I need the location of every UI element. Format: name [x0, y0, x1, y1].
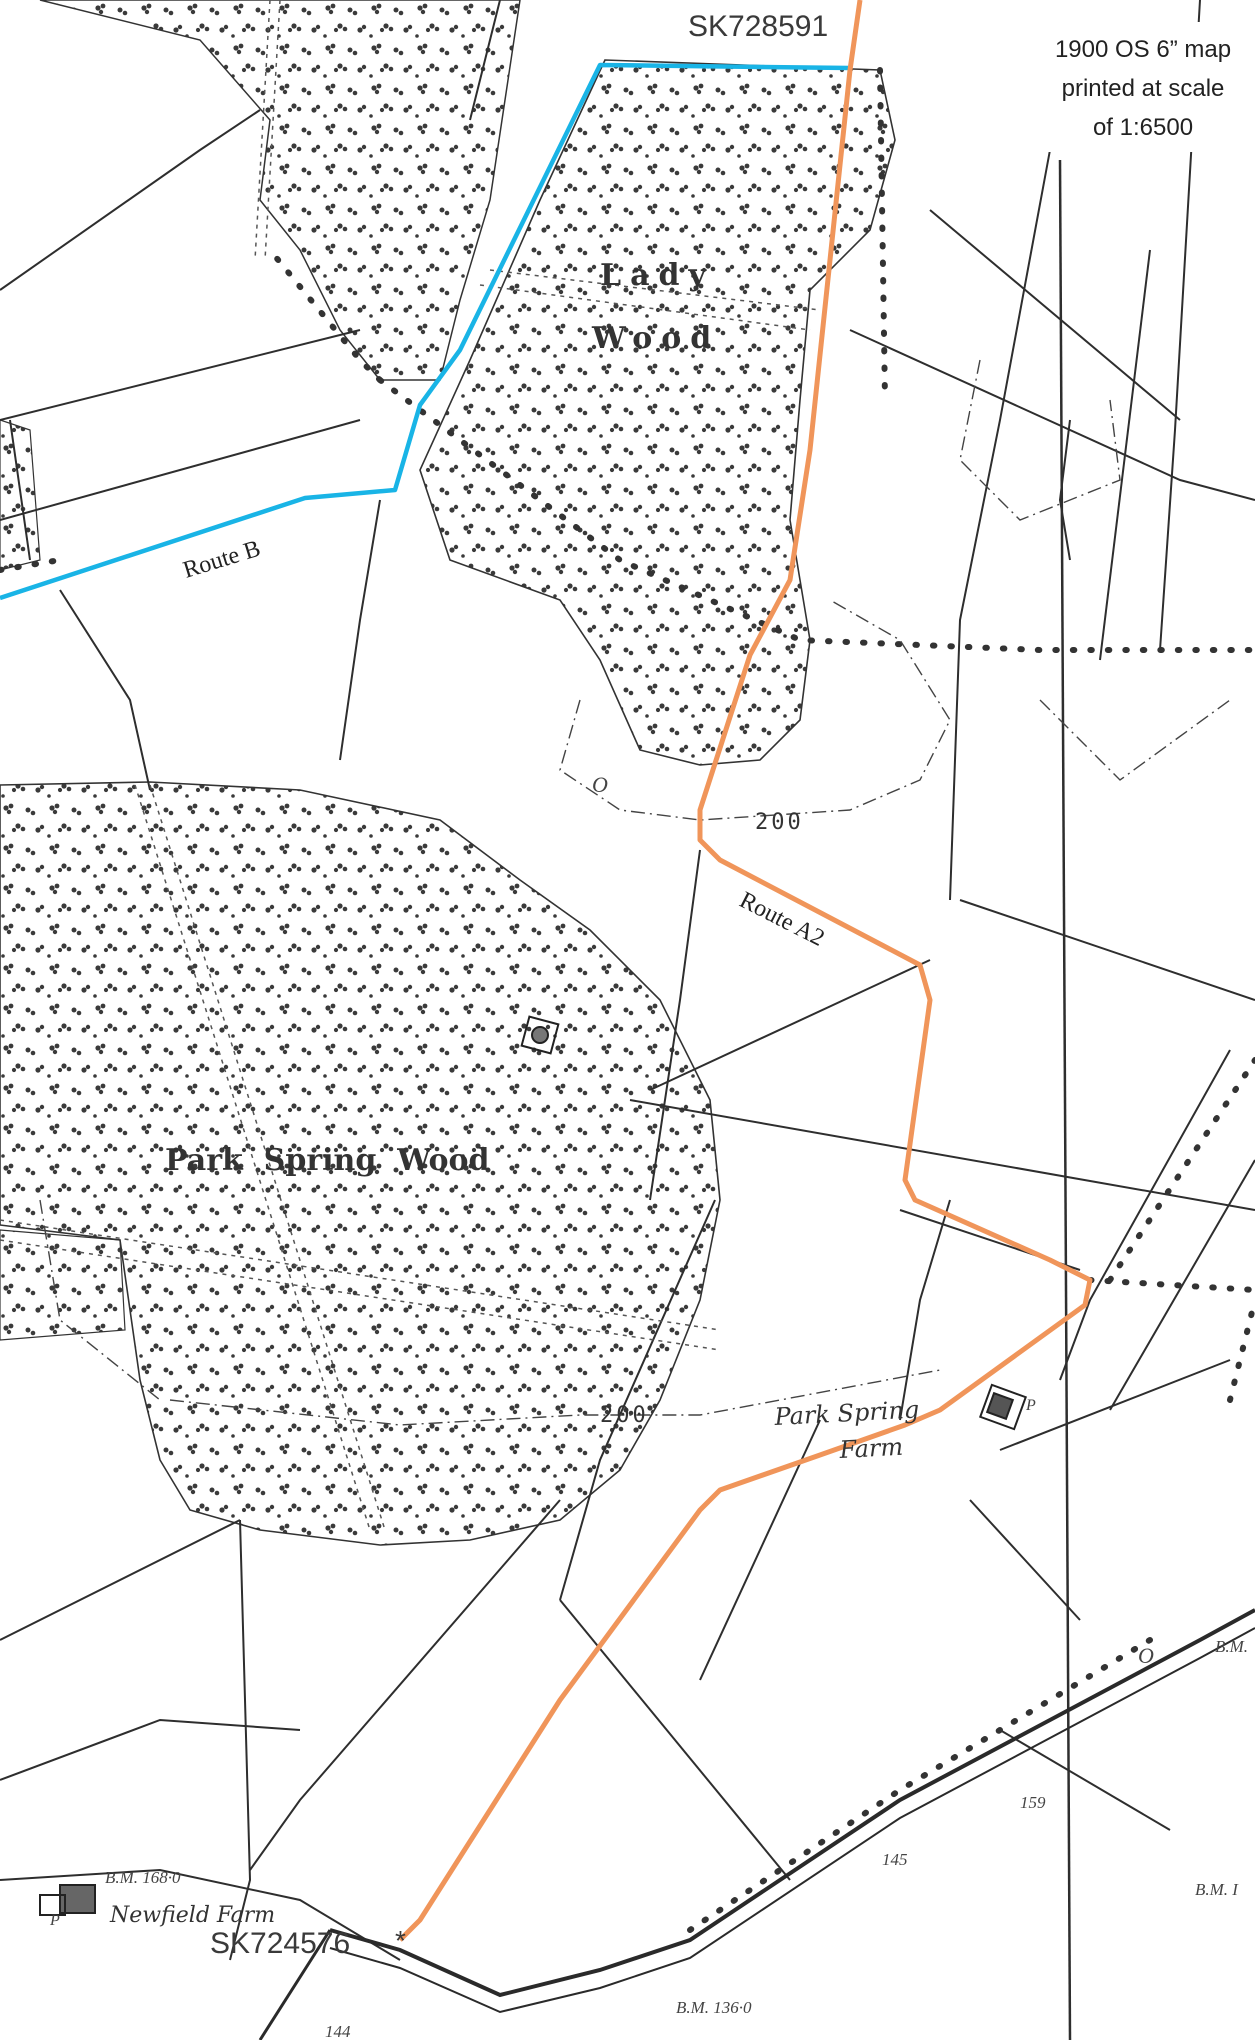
contours — [39, 359, 1231, 1426]
note-line-2: printed at scale — [1062, 75, 1225, 102]
north-west-wood-area — [39, 0, 521, 381]
spot-height-145: 145 — [882, 1850, 908, 1869]
park-spring-farm-building — [978, 1383, 1028, 1431]
post-marker-farm: P — [1025, 1397, 1036, 1414]
route-a2-line — [398, 0, 1093, 1942]
bench-mark-east-upper: B.M. — [1215, 1637, 1248, 1656]
contour-label-200-south: 200 — [600, 1403, 649, 1428]
post-marker-newfield: P — [49, 1912, 60, 1929]
note-line-3: of 1:6500 — [1093, 114, 1193, 141]
grid-ref-asterisk: * — [395, 1925, 406, 1956]
park-spring-wood-building — [520, 1015, 560, 1055]
spot-height-144: 144 — [325, 2022, 351, 2040]
buildings — [39, 1015, 1028, 1916]
bench-mark-road: B.M. 136·0 — [676, 1998, 752, 2017]
route-b-label: Route B — [180, 536, 263, 584]
grid-ref-north: SK728591 — [688, 10, 828, 43]
grid-ref-south: SK724576 — [210, 1927, 350, 1960]
road — [258, 1608, 1255, 2040]
note-line-1: 1900 OS 6” map — [1055, 36, 1231, 63]
woodland-areas — [0, 0, 896, 1546]
contour-label-200-north: 200 — [755, 810, 804, 835]
spot-height-159: 159 — [1020, 1793, 1046, 1812]
o-marker-north: O — [592, 772, 608, 797]
o-marker-east: O — [1138, 1643, 1154, 1668]
route-a2-label: Route A2 — [735, 887, 828, 952]
note-background — [1025, 22, 1255, 152]
lady-wood-label-line2: Wood — [591, 321, 720, 356]
bench-mark-east-lower: B.M. I — [1195, 1880, 1239, 1899]
bench-mark-newfield: B.M. 168·0 — [105, 1868, 181, 1887]
newfield-farm-label: Newfield Farm — [109, 1903, 275, 1928]
tracks — [0, 0, 821, 1531]
lady-wood-area — [419, 59, 896, 766]
lady-wood-label-line1: Lady — [600, 258, 715, 293]
park-spring-wood-label: Park Spring Wood — [165, 1143, 489, 1178]
hedgerow-dots — [0, 67, 1255, 1933]
west-wood-strip — [0, 1229, 126, 1341]
route-b-line — [0, 62, 851, 601]
park-spring-wood-area — [0, 781, 721, 1546]
park-spring-farm-label-line2: Farm — [838, 1433, 904, 1464]
